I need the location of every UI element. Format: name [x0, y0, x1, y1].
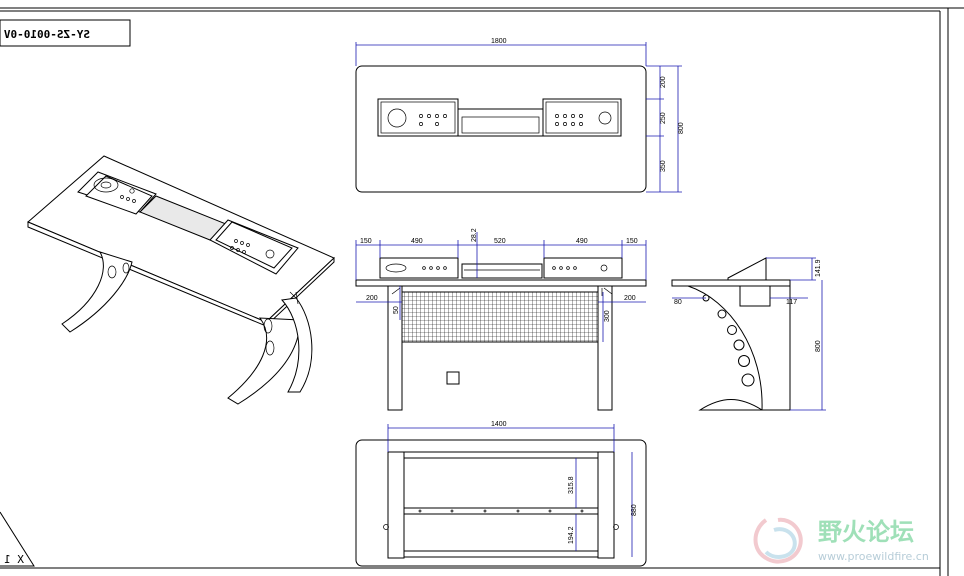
front-view: 150 490 520 490 150 28.2 200 200 50 300	[355, 228, 647, 411]
dim-bottom-depth: 880	[631, 504, 638, 516]
dim-panel: 250	[660, 112, 667, 124]
dim-117: 117	[786, 299, 797, 306]
corner-triangle: X 1	[0, 511, 35, 567]
watermark-name: 野火论坛	[818, 518, 914, 546]
dim-width: 1800	[491, 38, 507, 45]
dim-left: 200	[366, 295, 378, 302]
dim-80: 80	[674, 299, 682, 306]
drawing-code: SY-ZS-0010-0V	[4, 28, 90, 41]
dim-50: 50	[393, 306, 400, 314]
dim-depth: 800	[678, 122, 685, 134]
side-view: 80 117 141.9 800	[671, 257, 826, 411]
dim-s3: 520	[494, 238, 506, 245]
dim-back: 350	[660, 160, 667, 172]
watermark-url: www.proewildfire.cn	[818, 550, 929, 563]
dim-front: 200	[660, 76, 667, 88]
top-view: 1800 200 250 350 800	[355, 38, 685, 193]
dim-upper: 315.8	[568, 476, 575, 494]
dim-s5: 150	[626, 238, 638, 245]
dim-300: 300	[604, 310, 611, 322]
dim-141: 141.9	[815, 259, 822, 277]
dim-s4: 490	[576, 238, 588, 245]
dim-h-top: 28.2	[471, 228, 478, 242]
dim-lower: 194.2	[568, 526, 575, 544]
dim-bottom-width: 1400	[491, 421, 507, 428]
title-block: SY-ZS-0010-0V	[0, 19, 131, 47]
watermark-logo-icon	[753, 517, 803, 564]
bottom-view: 1400 315.8 194.2 880	[355, 421, 647, 567]
triangle-label: X 1	[4, 553, 24, 566]
dim-s2: 490	[411, 238, 423, 245]
watermark: 野火论坛 www.proewildfire.cn	[753, 517, 929, 564]
dim-s1: 150	[360, 238, 372, 245]
dim-800: 800	[815, 340, 822, 352]
dim-right: 200	[624, 295, 636, 302]
isometric-view	[27, 155, 335, 405]
